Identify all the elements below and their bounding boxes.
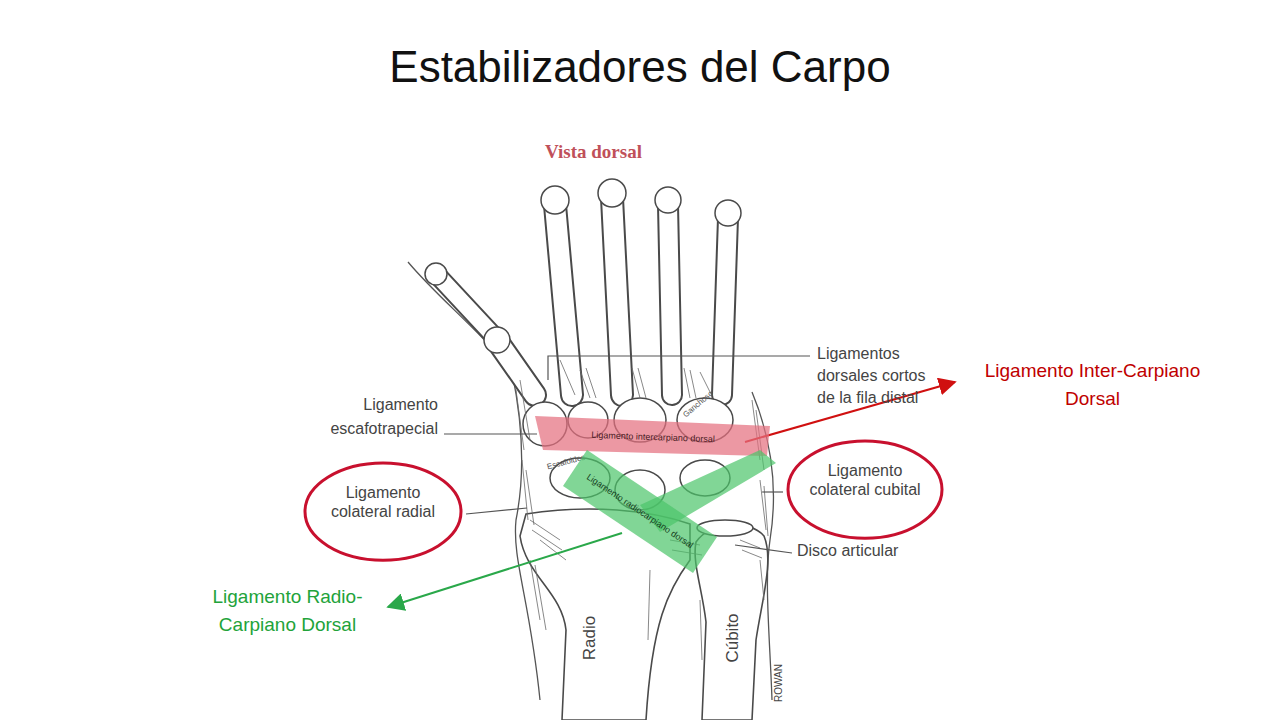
- metacarpal-3: [612, 198, 622, 395]
- band-fill: [535, 416, 770, 456]
- ligament-band: Ligamento radiocarpiano dorsal: [558, 445, 778, 576]
- ligament-band: Ligamento intercarpiano dorsal: [535, 412, 773, 458]
- callout-label: Ligamento Radio-Carpiano Dorsal: [195, 583, 380, 639]
- head-5: [715, 200, 741, 226]
- leader-line: [466, 508, 527, 514]
- head-4: [655, 187, 681, 213]
- metacarpal-fill: [440, 198, 728, 395]
- part-label: Ligamentos dorsales cortos de la fila di…: [817, 343, 945, 409]
- view-heading: Vista dorsal: [545, 141, 715, 163]
- head-3: [598, 179, 626, 207]
- leader-line: [735, 545, 792, 553]
- head-thumb-tip: [425, 263, 447, 285]
- band-fill: [563, 450, 717, 573]
- metacarpal-2-fill: [555, 205, 572, 395]
- forearm-bones: [520, 509, 768, 720]
- ulna-bone: [695, 525, 768, 720]
- ellipse-label: Ligamento colateral radial: [314, 483, 452, 521]
- thumb-phalanx: [440, 278, 493, 335]
- bone-heads: [425, 179, 741, 353]
- part-label: Ligamento escafotrapecial: [300, 393, 438, 441]
- metacarpal-outlines: [440, 198, 728, 395]
- metacarpal-4: [668, 205, 672, 395]
- thumb-metacarpal-fill: [500, 345, 535, 395]
- thumb-phalanx-fill: [440, 278, 493, 335]
- bone-label: Radio: [580, 616, 600, 660]
- metacarpal-4-fill: [668, 205, 672, 395]
- band-shape: [558, 445, 778, 576]
- metacarpal-5-fill: [722, 218, 728, 395]
- callout-label: Ligamento Inter-Carpiano Dorsal: [960, 357, 1225, 413]
- signature: ROWAN: [773, 664, 784, 702]
- leader-line: [444, 433, 537, 434]
- metacarpal-2: [555, 205, 572, 395]
- metacarpal-3-fill: [612, 198, 622, 395]
- metacarpal-5: [722, 218, 728, 395]
- green-arrow: [388, 533, 622, 607]
- head-2: [541, 186, 569, 214]
- head-thumb: [484, 327, 510, 353]
- ellipse-ring: [305, 463, 461, 560]
- thumb-metacarpal: [500, 345, 535, 395]
- leader-line: [548, 356, 810, 380]
- leader-line: [762, 491, 783, 492]
- ellipse-ring: [788, 441, 942, 538]
- highlight-ellipse: Ligamento colateral radial: [303, 461, 463, 562]
- ellipse-label: Ligamento colateral cubital: [796, 461, 934, 499]
- highlight-ellipse: Ligamento colateral cubital: [786, 439, 944, 540]
- bone-label: Cúbito: [723, 613, 743, 662]
- part-label: Disco articular: [797, 542, 957, 560]
- slide-title: Estabilizadores del Carpo: [0, 42, 1280, 92]
